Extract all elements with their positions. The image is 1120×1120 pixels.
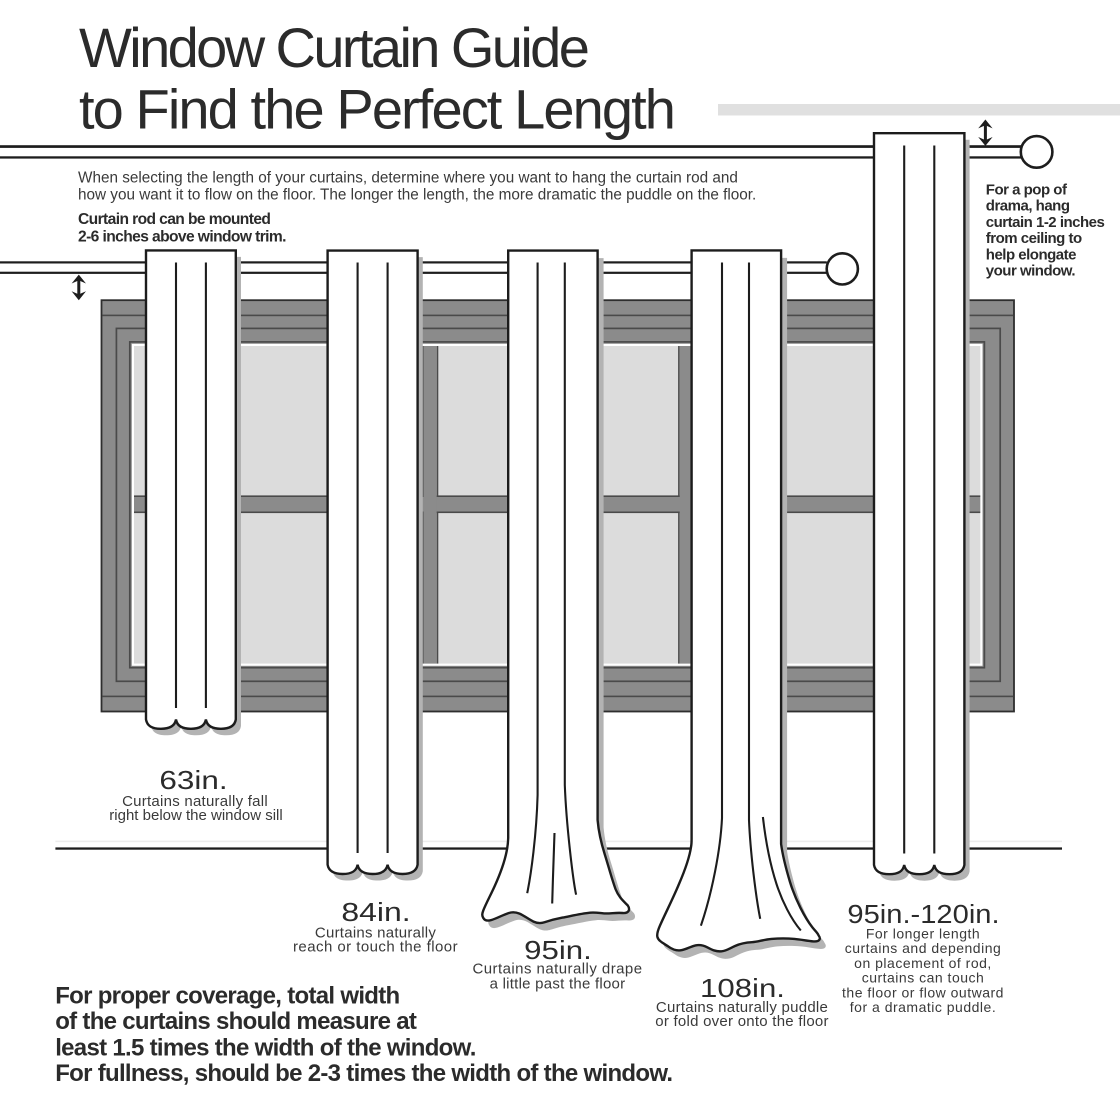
svg-text:least 1.5 times the width of t: least 1.5 times the width of the window. bbox=[55, 1034, 476, 1061]
svg-text:84in.: 84in. bbox=[341, 899, 410, 928]
svg-text:Curtains naturally drape: Curtains naturally drape bbox=[472, 961, 642, 978]
svg-text:curtains can touch: curtains can touch bbox=[862, 970, 985, 986]
svg-text:For fullness, should be 2-3 ti: For fullness, should be 2-3 times the wi… bbox=[55, 1060, 672, 1087]
svg-text:For proper coverage, total wid: For proper coverage, total width bbox=[55, 983, 399, 1010]
svg-text:108in.: 108in. bbox=[700, 974, 785, 1003]
svg-text:Curtain rod can be mounted: Curtain rod can be mounted bbox=[78, 211, 270, 228]
svg-text:to Find the Perfect Length: to Find the Perfect Length bbox=[79, 78, 674, 141]
svg-text:Window Curtain Guide: Window Curtain Guide bbox=[79, 16, 588, 79]
svg-text:2-6 inches above window trim.: 2-6 inches above window trim. bbox=[78, 228, 286, 245]
svg-text:reach or touch the floor: reach or touch the floor bbox=[293, 939, 458, 956]
svg-text:When selecting the length of y: When selecting the length of your curtai… bbox=[78, 170, 738, 187]
svg-text:of the curtains should measure: of the curtains should measure at bbox=[55, 1008, 417, 1035]
svg-text:drama, hang: drama, hang bbox=[986, 198, 1070, 215]
svg-text:your window.: your window. bbox=[986, 263, 1076, 280]
svg-text:or fold over onto the floor: or fold over onto the floor bbox=[655, 1013, 829, 1030]
svg-text:63in.: 63in. bbox=[159, 767, 227, 796]
svg-text:right below the window sill: right below the window sill bbox=[109, 807, 282, 824]
svg-text:how you want it to flow on the: how you want it to flow on the floor. Th… bbox=[78, 187, 756, 204]
svg-text:95in.-120in.: 95in.-120in. bbox=[847, 899, 999, 928]
svg-text:the floor or flow outward: the floor or flow outward bbox=[842, 984, 1004, 1000]
svg-text:for a dramatic puddle.: for a dramatic puddle. bbox=[850, 999, 996, 1015]
svg-text:95in.: 95in. bbox=[524, 936, 592, 965]
svg-text:curtain 1-2 inches: curtain 1-2 inches bbox=[986, 214, 1105, 231]
svg-text:For longer length: For longer length bbox=[866, 926, 980, 942]
svg-text:help elongate: help elongate bbox=[986, 246, 1076, 263]
svg-text:a little past the floor: a little past the floor bbox=[490, 975, 626, 992]
svg-text:For a pop of: For a pop of bbox=[986, 182, 1068, 199]
svg-text:Curtains naturally fall: Curtains naturally fall bbox=[122, 793, 268, 810]
svg-text:curtains and depending: curtains and depending bbox=[845, 940, 1002, 956]
svg-text:from ceiling to: from ceiling to bbox=[986, 230, 1082, 247]
svg-text:Curtains naturally: Curtains naturally bbox=[315, 924, 436, 941]
svg-text:Curtains naturally puddle: Curtains naturally puddle bbox=[656, 999, 828, 1016]
svg-text:on placement of rod,: on placement of rod, bbox=[854, 955, 992, 971]
